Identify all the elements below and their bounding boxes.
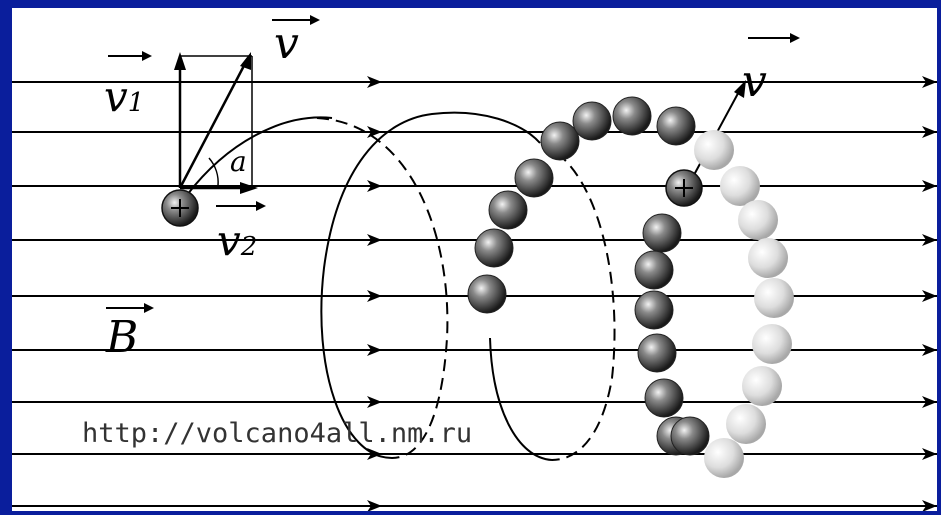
particle-positions	[161, 96, 794, 478]
field-line-arrowhead	[922, 448, 937, 460]
particle-ball-faded	[720, 166, 760, 206]
v-right-arrowhead	[734, 80, 746, 98]
field-line-arrowhead	[367, 396, 382, 408]
v2-arrowhead	[240, 182, 258, 194]
particle-ball	[642, 213, 682, 253]
particle-ball	[474, 228, 514, 268]
field-line-arrowhead	[922, 180, 937, 192]
orbit-front-solid-2	[489, 337, 553, 461]
label-vector-bar-head	[310, 15, 320, 25]
label-v2: v2	[217, 216, 258, 265]
label-b-field: B	[106, 312, 139, 363]
watermark-url: http://volcano4all.nm.ru	[82, 418, 473, 449]
field-line-arrowhead	[922, 126, 937, 138]
field-line-arrowhead	[922, 396, 937, 408]
orbit-front-solid	[320, 111, 541, 459]
particle-ball-faded	[742, 366, 782, 406]
particle-ball	[540, 121, 580, 161]
field-line-arrowhead	[367, 234, 382, 246]
field-line-arrowhead	[922, 344, 937, 356]
particle-ball-faded	[754, 278, 794, 318]
field-line-arrowhead	[367, 76, 382, 88]
particle-ball	[572, 101, 612, 141]
helix-orbits	[186, 111, 616, 461]
field-line-arrowhead	[922, 500, 937, 511]
orbit-back-dashed	[316, 117, 449, 459]
label-vector-bar-head	[790, 33, 800, 43]
v1-arrowhead	[174, 52, 186, 70]
particle-ball	[670, 416, 710, 456]
label-v1: v1	[104, 72, 145, 121]
label-vector-bar-head	[256, 201, 266, 211]
label-v-right: v	[742, 56, 767, 107]
v-arrowhead	[240, 52, 251, 70]
particle-ball	[634, 250, 674, 290]
label-v-top: v	[274, 18, 299, 69]
particle-ball	[467, 274, 507, 314]
particle-ball	[488, 190, 528, 230]
particle-ball-faded	[704, 438, 744, 478]
field-line-arrowhead	[367, 500, 382, 511]
particle-ball-faded	[694, 130, 734, 170]
angle-arc	[208, 157, 219, 187]
field-line-arrowhead	[367, 180, 382, 192]
particle-ball-faded	[726, 404, 766, 444]
field-line-arrowhead	[367, 290, 382, 302]
particle-ball	[612, 96, 652, 136]
helical-motion-diagram	[12, 15, 937, 511]
velocity-vectors	[106, 15, 800, 313]
field-line-arrowhead	[922, 76, 937, 88]
label-angle-a: a	[230, 145, 247, 178]
particle-ball-faded	[738, 200, 778, 240]
orbit-back-dashed-2	[551, 152, 616, 461]
particle-ball	[656, 106, 696, 146]
particle-ball	[637, 333, 677, 373]
particle-ball	[514, 158, 554, 198]
field-line-arrowhead	[922, 290, 937, 302]
field-line-arrowhead	[367, 344, 382, 356]
v-vector	[178, 57, 250, 189]
particle-ball	[644, 378, 684, 418]
diagram-panel: v v1 a v2 B v http://volcano4all.nm.ru	[12, 8, 937, 511]
label-vector-bar-head	[142, 51, 152, 61]
orbit-start-arc	[186, 116, 333, 196]
particle-ball-faded	[752, 324, 792, 364]
field-line-arrowhead	[367, 126, 382, 138]
particle-ball	[634, 290, 674, 330]
field-line-arrowhead	[922, 234, 937, 246]
particle-ball-faded	[748, 238, 788, 278]
label-vector-bar-head	[144, 303, 154, 313]
